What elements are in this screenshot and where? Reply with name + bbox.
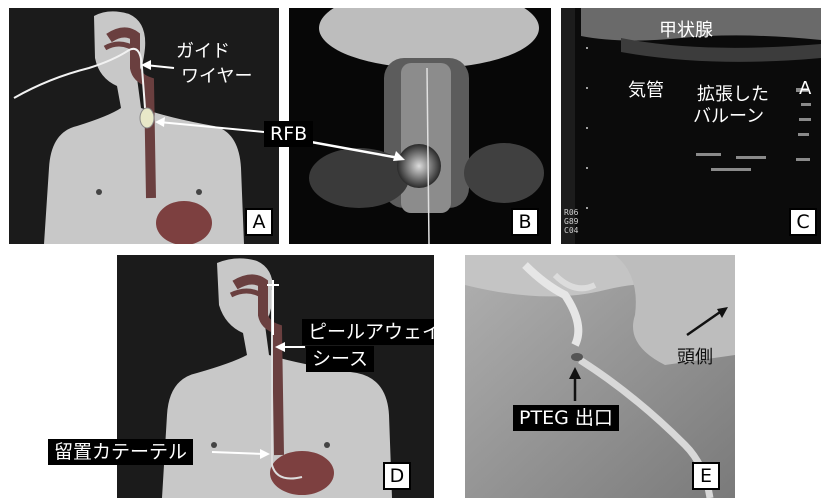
balloon-label-line1: 拡張した xyxy=(697,84,769,106)
panel-c-ultrasound: 甲状腺 気管 拡張した バルーン A R06 G89 C04 C xyxy=(561,8,821,244)
rfb-label: RFB xyxy=(264,121,313,147)
guidewire-label-line2: ワイヤー xyxy=(181,66,252,88)
catheter-label: 留置カテーテル xyxy=(48,439,193,465)
artery-label: A xyxy=(799,78,811,100)
panel-b-letter: B xyxy=(511,208,539,236)
panel-c-ultrasound-image xyxy=(561,8,821,244)
head-side-label: 頭側 xyxy=(677,347,713,369)
scanner-readout: R06 G89 C04 xyxy=(564,208,578,235)
pteg-exit-label: PTEG 出口 xyxy=(513,405,619,431)
balloon-label-line2: バルーン xyxy=(693,106,764,128)
guidewire-label-line1: ガイド xyxy=(176,41,230,63)
panel-d-letter: D xyxy=(383,462,411,490)
thyroid-label: 甲状腺 xyxy=(659,20,713,42)
panel-a-figure xyxy=(9,8,279,244)
sheath-label-line1: ピールアウェイ xyxy=(302,319,434,345)
sheath-label-line2: シース xyxy=(306,346,374,372)
panel-c-letter: C xyxy=(789,208,817,236)
panel-a-illustration: ガイド ワイヤー A xyxy=(9,8,279,244)
panel-a-letter: A xyxy=(245,208,273,236)
panel-b-xray: B xyxy=(289,8,551,244)
panel-e-photo: 頭側 PTEG 出口 E xyxy=(465,255,735,498)
trachea-label: 気管 xyxy=(628,80,664,102)
panel-e-letter: E xyxy=(692,462,720,490)
